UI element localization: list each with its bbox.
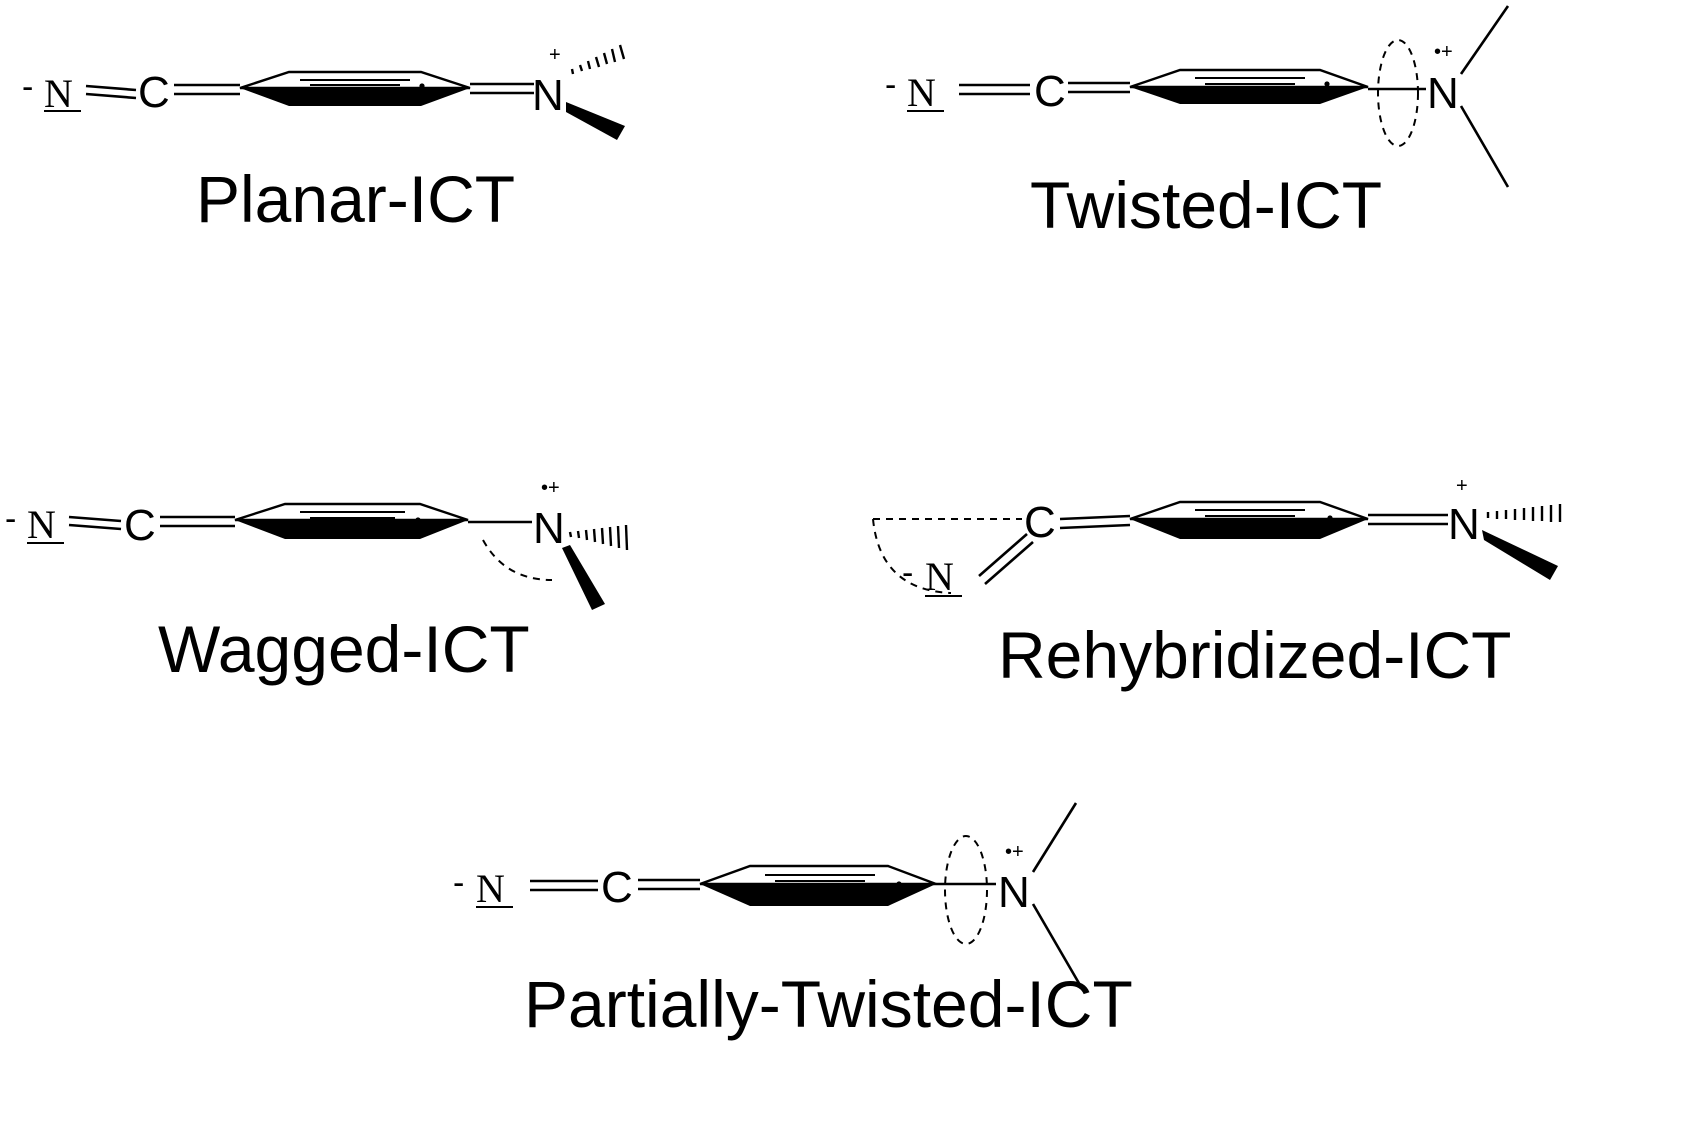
wag-angle-arc xyxy=(482,539,553,581)
amino-nitrogen: N xyxy=(1448,500,1480,549)
cn-amino-double-bond xyxy=(470,82,534,95)
caption-partially-twisted-ict: Partially-Twisted-ICT xyxy=(524,967,1133,1041)
hashed-methyl-bond xyxy=(1486,504,1562,522)
structure-partially-twisted-ict: - N C N •+ Partially-Twisted-ICT xyxy=(453,802,1133,1041)
hashed-methyl-bond xyxy=(568,524,629,551)
cyano-nitrogen: N xyxy=(27,502,56,547)
carbon-atom: C xyxy=(601,863,633,912)
cyano-nitrogen: N xyxy=(925,554,954,599)
hashed-methyl-bond xyxy=(570,44,626,75)
radical-dot xyxy=(896,881,902,887)
anion-sign: - xyxy=(5,500,16,538)
anion-sign: - xyxy=(22,68,33,106)
carbon-atom: C xyxy=(124,501,156,550)
anion-sign: - xyxy=(902,554,913,592)
structure-twisted-ict: - N C N •+ Twisted-ICT xyxy=(885,5,1510,242)
cn-double-bond xyxy=(68,515,122,531)
caption-planar-ict: Planar-ICT xyxy=(196,162,515,236)
benzene-ring xyxy=(239,70,471,106)
radical-cation-charge: •+ xyxy=(1434,41,1453,63)
cn-bent-double-bond xyxy=(978,533,1034,585)
caption-wagged-ict: Wagged-ICT xyxy=(158,612,530,686)
cc-double-bond xyxy=(1059,514,1131,530)
amino-nitrogen: N xyxy=(1427,69,1459,118)
cyano-nitrogen: N xyxy=(44,71,73,116)
caption-rehybridized-ict: Rehybridized-ICT xyxy=(998,618,1512,692)
cyano-nitrogen: N xyxy=(476,866,505,911)
bend-angle-arc xyxy=(872,518,952,594)
radical-dot xyxy=(419,83,425,89)
anion-sign: - xyxy=(885,66,896,104)
twist-orbital-ellipse xyxy=(1377,39,1419,147)
cn-double-bond xyxy=(530,879,598,892)
structure-rehybridized-ict: - N C N + xyxy=(872,475,1562,692)
carbon-atom: C xyxy=(138,68,170,117)
methyl-bond-up xyxy=(1031,802,1078,873)
cc-double-bond xyxy=(1068,81,1130,94)
radical-cation-charge: •+ xyxy=(1005,841,1024,863)
cc-double-bond xyxy=(160,515,235,528)
carbon-atom: C xyxy=(1024,498,1056,547)
wedge-methyl-bond xyxy=(1482,530,1558,580)
wedge-methyl-bond xyxy=(566,102,625,140)
amino-nitrogen: N xyxy=(533,504,565,553)
cation-charge: + xyxy=(1456,475,1468,497)
methyl-bond-up xyxy=(1459,5,1510,75)
radical-dot xyxy=(1327,515,1333,521)
cc-double-bond xyxy=(638,878,700,891)
radical-cation-charge: •+ xyxy=(541,477,560,499)
benzene-ring xyxy=(1129,68,1369,104)
structure-wagged-ict: - N C N •+ xyxy=(5,477,629,686)
cn-double-bond xyxy=(959,83,1030,96)
caption-twisted-ict: Twisted-ICT xyxy=(1030,168,1382,242)
cyano-nitrogen: N xyxy=(907,70,936,115)
radical-dot xyxy=(415,517,421,523)
cn-double-bond xyxy=(85,84,137,100)
benzene-ring xyxy=(234,502,469,539)
methyl-bond-down xyxy=(1031,903,1082,986)
cn-amino-double-bond xyxy=(1368,513,1448,526)
cation-charge: + xyxy=(549,44,561,66)
amino-nitrogen: N xyxy=(532,71,564,120)
cc-double-bond xyxy=(174,83,240,96)
carbon-atom: C xyxy=(1034,67,1066,116)
benzene-ring xyxy=(699,864,937,906)
radical-dot xyxy=(1324,81,1330,87)
benzene-ring xyxy=(1129,500,1369,539)
methyl-bond-down xyxy=(1459,105,1510,188)
wedge-methyl-bond xyxy=(562,545,605,610)
twist-orbital-ellipse xyxy=(944,835,988,945)
structure-planar-ict: - N C N + xyxy=(22,44,626,236)
amino-nitrogen: N xyxy=(998,868,1030,917)
anion-sign: - xyxy=(453,864,464,902)
